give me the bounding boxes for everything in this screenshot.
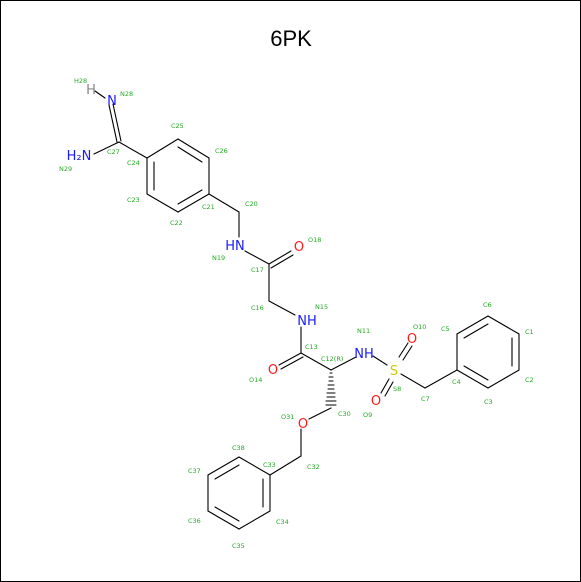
bond-c38-c33 <box>238 456 271 476</box>
atom-o9: O <box>371 394 381 409</box>
bond-s8-o9-b <box>384 381 394 397</box>
atom-number-c24: C24 <box>127 159 140 167</box>
bond-c3-c4 <box>456 369 489 389</box>
atom-n11: NH <box>354 347 374 362</box>
atom-o18: O <box>294 240 304 255</box>
atom-number-c16: C16 <box>251 304 264 312</box>
atom-number-c7: C7 <box>421 395 430 403</box>
diagram-title: 6PK <box>270 26 312 51</box>
atom-number-c5: C5 <box>441 325 450 333</box>
atom-number-c22: C22 <box>170 219 183 227</box>
bond-ringb-inner-3 <box>463 365 489 381</box>
atom-number-n11: N11 <box>357 327 370 335</box>
bond-c5-c6 <box>456 315 489 335</box>
atom-number-s8: S8 <box>393 385 401 393</box>
atom-number-c21: C21 <box>202 203 215 211</box>
bond-c24-c25 <box>146 138 179 159</box>
bond-c12-c30-hashed <box>325 372 337 406</box>
atom-h28: H <box>86 83 96 98</box>
atom-number-c1: C1 <box>525 328 534 336</box>
atom-number-o31: O31 <box>281 413 294 421</box>
atom-number-c3: C3 <box>484 398 493 406</box>
atom-n29: H₂N <box>67 149 92 164</box>
atom-n19: HN <box>225 239 245 254</box>
bond-c7-c4 <box>424 369 458 389</box>
bond-c22-c23 <box>146 193 179 213</box>
atom-number-c35: C35 <box>232 542 245 550</box>
bond-ringb-inner-1 <box>463 323 489 339</box>
bond-c2-c3 <box>487 369 520 389</box>
bond-n28-h28 <box>94 90 106 99</box>
bond-c27-n28-b <box>112 103 122 142</box>
bond-c27-n29 <box>93 141 120 155</box>
atom-number-c12: C12(R) <box>321 355 343 363</box>
bond-n11-s8 <box>372 355 388 366</box>
atom-n15: NH <box>297 314 317 329</box>
bond-c25-c26 <box>177 138 210 159</box>
bond-ringa-inner-1 <box>177 146 203 163</box>
bond-c27-c24 <box>118 141 148 159</box>
atom-label-layer: N H H₂N HN O NH O NH S O O O <box>67 83 417 432</box>
bond-ringa-inner-2 <box>177 189 203 205</box>
atom-number-c32: C32 <box>307 463 320 471</box>
atom-number-o10: O10 <box>413 323 426 331</box>
atom-number-o9: O9 <box>363 411 372 419</box>
atom-number-c34: C34 <box>276 518 289 526</box>
bond-c21-c22 <box>177 193 210 213</box>
bond-s8-o9-a <box>380 378 390 394</box>
atom-number-c26: C26 <box>215 147 228 155</box>
atom-number-c20: C20 <box>245 200 258 208</box>
atom-number-layer: H28 N28 N29 C27 C24 C25 C26 C23 C22 C21 … <box>59 77 534 550</box>
atom-o31: O <box>298 417 308 432</box>
atom-number-c17: C17 <box>251 266 264 274</box>
bond-c17-o18-b <box>270 254 294 269</box>
atom-n28: N <box>107 94 117 109</box>
atom-number-n28: N28 <box>120 90 133 98</box>
bond-s8-o10-b <box>402 345 413 361</box>
atom-number-c25: C25 <box>171 122 184 130</box>
bond-c37-c38 <box>207 456 240 476</box>
atom-number-o18: O18 <box>308 236 321 244</box>
atom-number-c30: C30 <box>338 410 351 418</box>
atom-o14: O <box>268 363 278 378</box>
atom-number-c6: C6 <box>483 301 492 309</box>
bond-c16-n15 <box>268 300 296 316</box>
bond-n19-c17 <box>244 250 270 265</box>
atom-number-c2: C2 <box>525 376 534 384</box>
atom-s8: S <box>390 364 398 379</box>
bond-c32-c33 <box>269 455 302 476</box>
bond-c6-c1 <box>487 315 520 335</box>
bond-c34-c35 <box>238 510 271 530</box>
bond-c35-c36 <box>207 510 240 530</box>
atom-number-c23: C23 <box>127 196 140 204</box>
atom-number-c36: C36 <box>188 517 201 525</box>
atom-number-c13: C13 <box>305 343 318 351</box>
atom-number-h28: H28 <box>74 77 87 85</box>
bond-c13-o14-b <box>280 356 304 370</box>
bond-c13-o14-a <box>278 352 302 366</box>
atom-number-c38: C38 <box>232 444 245 452</box>
bond-c17-o18-a <box>268 250 292 265</box>
atom-number-n29: N29 <box>59 165 72 173</box>
bond-s8-o10-a <box>398 342 409 358</box>
atom-number-c37: C37 <box>188 467 201 475</box>
atom-number-c4: C4 <box>452 378 461 386</box>
bond-ringc-inner-2 <box>214 506 240 522</box>
atom-o10: O <box>407 332 417 347</box>
bond-s8-c7 <box>400 373 426 389</box>
bond-c21-c20 <box>208 193 240 213</box>
bond-c13-c12 <box>300 352 332 371</box>
bond-c12-n11 <box>330 356 357 371</box>
bond-c30-o31 <box>308 407 332 420</box>
bond-ringc-inner-3 <box>214 464 240 480</box>
bond-c27-n28-a <box>108 104 118 143</box>
atom-number-n19: N19 <box>212 254 225 262</box>
atom-number-n15: N15 <box>315 303 328 311</box>
atom-number-c27: C27 <box>107 148 120 156</box>
atom-number-o14: O14 <box>249 376 262 384</box>
atom-number-c33: C33 <box>263 461 276 469</box>
bond-layer <box>93 90 520 530</box>
